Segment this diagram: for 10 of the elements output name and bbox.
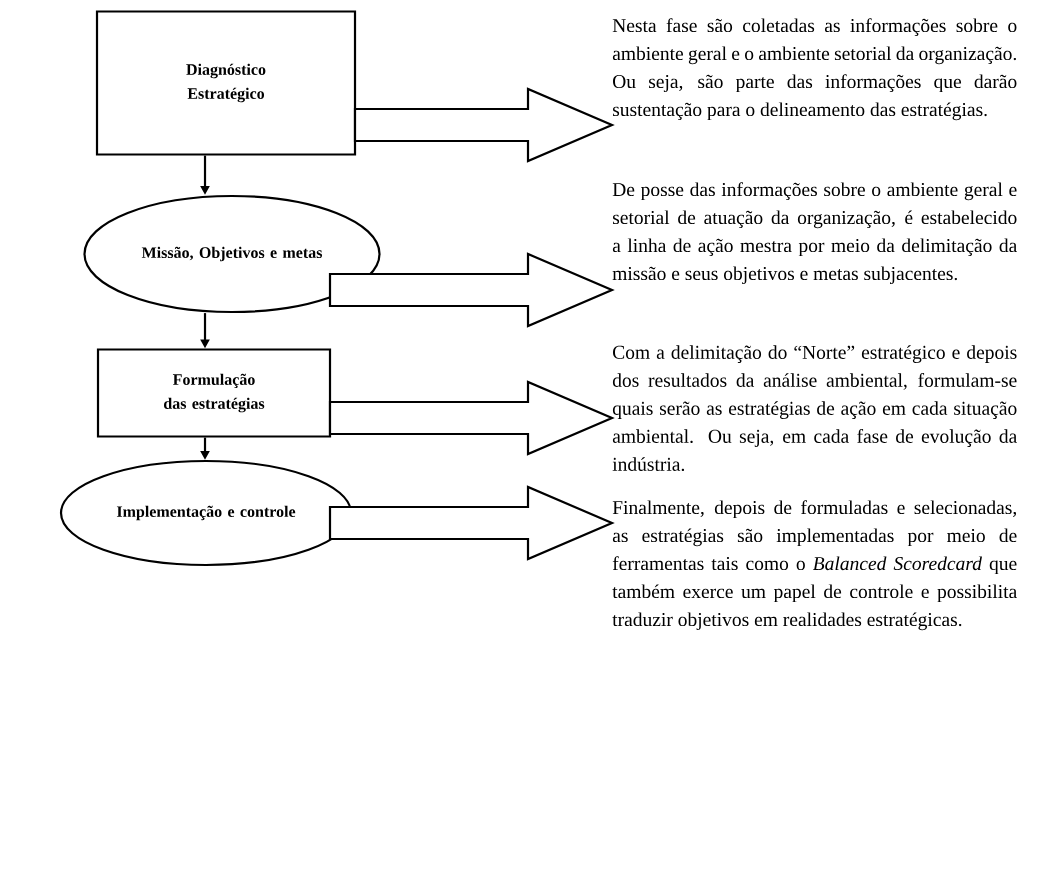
description-text: Finalmente, depois de formuladas e selecionadas, as estratégias são implementadas por meio de ferramentas tais como o Balanced Scoredcard que também exerce um papel de controle e possibilita traduzir objetivos em realidades estratégicas.: [612, 500, 1017, 631]
block-arrow: [353, 87, 615, 163]
description-text: Com a delimitação do “Norte” estratégico e depois dos resultados da análise ambiental, formulam-se quais serão as estratégias de ação em cada situação ambiental. Ou seja, em cada fase de evolução da indústria.: [612, 345, 1017, 472]
process-box: Diagnóstico Estratégico: [95, 10, 357, 156]
process-box: Formulação das estratégias: [96, 348, 332, 438]
description-text: Nesta fase são coletadas as informações sobre o ambiente geral e o ambiente setorial da organização. Ou seja, são parte das informações que darão sustentação para o delineamento das estratégias.: [612, 18, 1017, 121]
block-arrow: [328, 252, 615, 328]
description-text: De posse das informações sobre o ambiente geral e setorial de atuação da organização, é estabelecido a linha de ação mestra por meio da delimitação da missão e seus objetivos e metas subjacentes.: [612, 182, 1017, 285]
block-arrow: [328, 485, 615, 561]
block-arrow: [328, 380, 615, 456]
